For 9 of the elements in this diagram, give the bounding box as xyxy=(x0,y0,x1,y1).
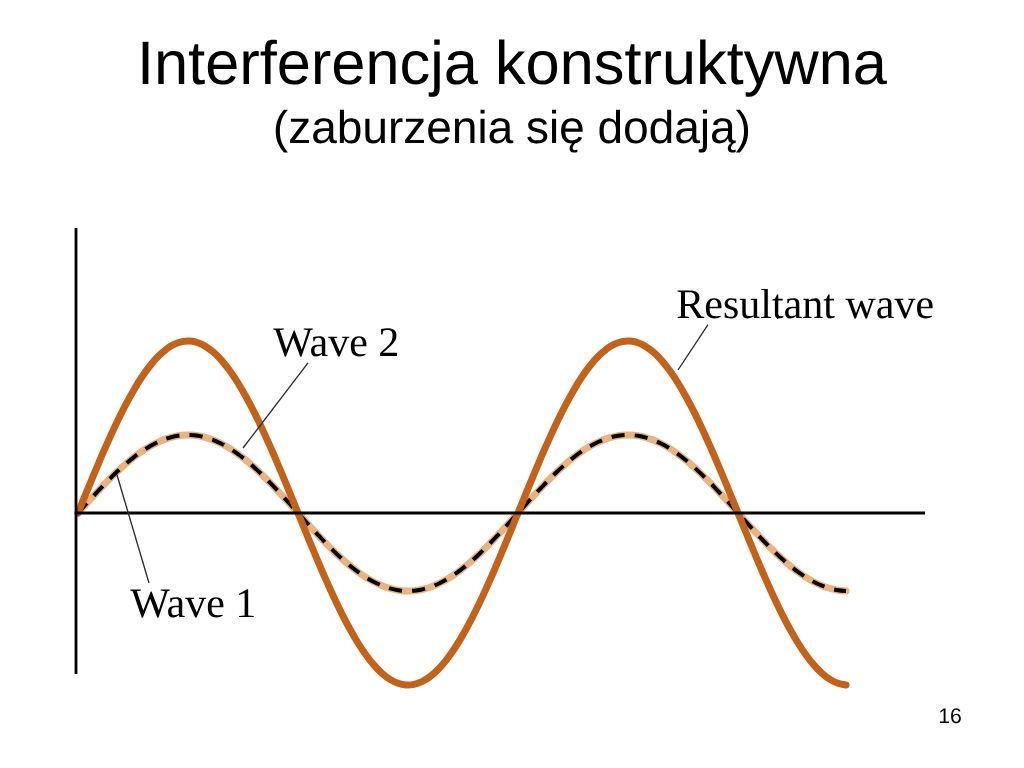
wave-label: Resultant wave xyxy=(677,288,933,319)
leader-line xyxy=(242,362,309,449)
leader-line xyxy=(677,324,709,371)
leader-line xyxy=(116,474,150,584)
page-number: 16 xyxy=(940,708,961,724)
wave-label: Wave 1 xyxy=(130,589,254,618)
subtitle: (zaburzenia się dodają) xyxy=(275,109,749,153)
title: Interferencja konstruktywna xyxy=(142,39,887,97)
wave-label: Wave 2 xyxy=(273,328,397,357)
